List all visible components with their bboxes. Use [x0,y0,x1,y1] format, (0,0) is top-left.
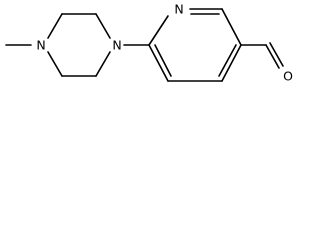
piperazine-bond-n4-c5 [95,51,111,77]
pyridine-bond-c5-c4-inner [218,44,237,77]
pyridine-n-label: N [174,2,183,17]
pyridine-bond-c3-c2-inner [154,44,172,77]
aldehyde-o-label: O [283,69,293,84]
chemical-structure: N N N O [5,2,293,84]
pyridine-bond-c6-c5 [221,8,242,46]
piperazine-n-methyl-label: N [36,38,45,53]
pyridine-bond-c5-c4 [221,44,242,82]
piperazine-bond-c3-n4 [95,13,111,39]
piperazine-bond-n1-c2 [47,13,63,39]
aldehyde-co-bond-double [269,42,284,67]
pyridine-bond-c2-n1 [148,15,169,46]
piperazine-bond-c6-n1 [47,51,63,77]
piperazine-n-aryl-label: N [112,38,121,53]
aldehyde-co-bond [265,44,280,69]
pyridine-bond-c3-c2 [148,44,169,82]
